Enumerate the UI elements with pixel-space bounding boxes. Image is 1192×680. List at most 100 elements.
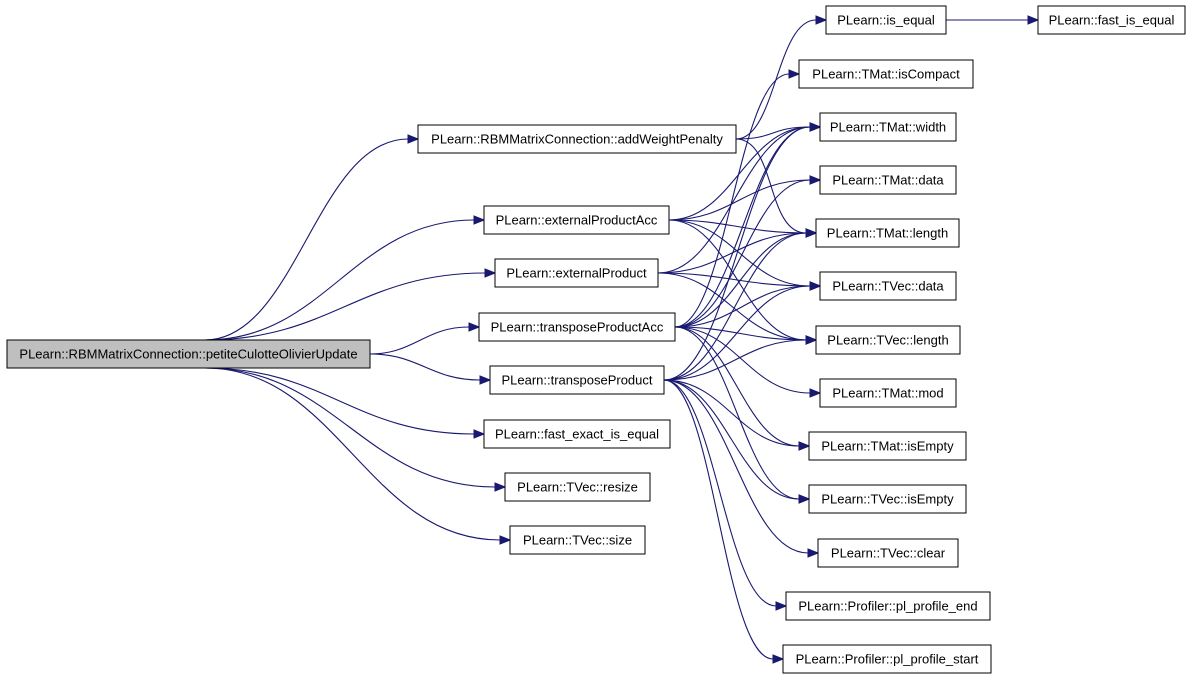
edge-line: [674, 73, 790, 328]
arrowhead: [772, 654, 785, 664]
edge-root-to-addWeightPenalty: [204, 134, 420, 341]
edge-transposeProduct-to-tvec_data: [663, 281, 822, 381]
edge-root-to-tvec_resize: [204, 367, 507, 492]
edge-line: [663, 232, 807, 381]
edge-line: [663, 379, 777, 607]
node-box: [494, 258, 659, 288]
node-box: [782, 644, 992, 674]
node-pl_profile_start[interactable]: PLearn::Profiler::pl_profile_start: [782, 644, 992, 674]
edge-line: [657, 272, 811, 287]
arrowhead: [809, 175, 822, 185]
node-box: [819, 378, 957, 408]
node-transposeProductAcc[interactable]: PLearn::transposeProductAcc: [478, 312, 676, 342]
node-box: [6, 339, 371, 369]
node-pl_profile_end[interactable]: PLearn::Profiler::pl_profile_end: [785, 591, 991, 621]
node-transposeProduct[interactable]: PLearn::transposeProduct: [489, 365, 665, 395]
edge-transposeProduct-to-tvec_isEmpty: [663, 379, 811, 504]
edge-line: [657, 126, 811, 274]
node-label: PLearn::transposeProduct: [501, 373, 652, 388]
node-label: PLearn::transposeProductAcc: [491, 320, 664, 335]
node-root[interactable]: PLearn::RBMMatrixConnection::petiteCulot…: [6, 339, 371, 369]
node-label: PLearn::TVec::isEmpty: [821, 492, 954, 507]
edge-line: [663, 339, 807, 381]
arrowhead: [807, 548, 820, 558]
node-fast_is_equal[interactable]: PLearn::fast_is_equal: [1037, 5, 1186, 35]
edge-line: [668, 219, 807, 234]
node-fast_exact_is_equal[interactable]: PLearn::fast_exact_is_equal: [483, 419, 671, 449]
edge-line: [663, 285, 811, 381]
node-addWeightPenalty[interactable]: PLearn::RBMMatrixConnection::addWeightPe…: [417, 124, 737, 154]
arrowhead: [788, 69, 801, 79]
arrowhead: [468, 322, 481, 332]
edge-root-to-transposeProduct: [369, 353, 492, 385]
edge-line: [663, 379, 774, 660]
node-box: [808, 431, 967, 461]
node-box: [1037, 5, 1186, 35]
node-box: [798, 59, 974, 89]
edge-transposeProduct-to-tvec_clear: [663, 379, 820, 558]
node-tmat_width[interactable]: PLearn::TMat::width: [819, 112, 957, 142]
node-tmat_data[interactable]: PLearn::TMat::data: [819, 165, 957, 195]
node-box: [483, 205, 670, 235]
node-box: [417, 124, 737, 154]
node-box: [817, 538, 959, 568]
node-box: [819, 165, 957, 195]
edge-transposeProductAcc-to-tmat_isCompact: [674, 69, 801, 328]
node-label: PLearn::TVec::size: [523, 533, 632, 548]
node-tmat_length[interactable]: PLearn::TMat::length: [815, 218, 960, 248]
node-box: [825, 5, 947, 35]
node-box: [785, 591, 991, 621]
edge-line: [663, 379, 809, 554]
edge-root-to-transposeProductAcc: [369, 322, 481, 355]
node-label: PLearn::RBMMatrixConnection::petiteCulot…: [19, 347, 357, 362]
arrowhead: [479, 375, 492, 385]
edge-line: [668, 179, 811, 221]
edge-line: [663, 126, 811, 381]
edge-line: [668, 219, 811, 287]
node-label: PLearn::TMat::isEmpty: [821, 439, 954, 454]
arrowhead: [798, 494, 811, 504]
node-externalProduct[interactable]: PLearn::externalProduct: [494, 258, 659, 288]
edge-line: [369, 353, 481, 381]
edge-line: [663, 379, 800, 447]
node-label: PLearn::fast_is_equal: [1049, 13, 1175, 28]
edge-root-to-externalProduct: [204, 268, 497, 341]
node-box: [819, 112, 957, 142]
node-label: PLearn::TVec::length: [827, 333, 948, 348]
node-tvec_data[interactable]: PLearn::TVec::data: [819, 271, 957, 301]
arrowhead: [407, 134, 420, 144]
edge-line: [674, 326, 807, 341]
node-tvec_size[interactable]: PLearn::TVec::size: [509, 525, 646, 555]
arrowhead: [1027, 15, 1040, 25]
node-label: PLearn::Profiler::pl_profile_end: [798, 599, 977, 614]
edge-line: [674, 179, 811, 328]
node-box: [509, 525, 646, 555]
edge-transposeProductAcc-to-tmat_isEmpty: [674, 326, 811, 451]
node-tvec_isEmpty[interactable]: PLearn::TVec::isEmpty: [808, 484, 967, 514]
node-tvec_resize[interactable]: PLearn::TVec::resize: [504, 472, 651, 502]
arrowhead: [805, 228, 818, 238]
node-label: PLearn::externalProductAcc: [496, 213, 658, 228]
edge-line: [657, 272, 807, 341]
node-tvec_clear[interactable]: PLearn::TVec::clear: [817, 538, 959, 568]
node-is_equal[interactable]: PLearn::is_equal: [825, 5, 947, 35]
node-tmat_mod[interactable]: PLearn::TMat::mod: [819, 378, 957, 408]
node-label: PLearn::TMat::mod: [832, 386, 943, 401]
edge-transposeProductAcc-to-tmat_mod: [674, 326, 822, 398]
node-label: PLearn::externalProduct: [506, 266, 647, 281]
node-externalProductAcc[interactable]: PLearn::externalProductAcc: [483, 205, 670, 235]
arrowhead: [809, 281, 822, 291]
edge-transposeProductAcc-to-tmat_length: [674, 228, 818, 328]
node-tmat_isCompact[interactable]: PLearn::TMat::isCompact: [798, 59, 974, 89]
arrowhead: [484, 268, 497, 278]
arrowhead: [494, 482, 507, 492]
edge-transposeProduct-to-tvec_length: [663, 335, 818, 381]
node-tmat_isEmpty[interactable]: PLearn::TMat::isEmpty: [808, 431, 967, 461]
edge-transposeProductAcc-to-tmat_data: [674, 175, 822, 328]
edge-line: [674, 232, 807, 328]
edge-line: [735, 126, 811, 140]
node-box: [819, 271, 957, 301]
edge-transposeProduct-to-pl_profile_start: [663, 379, 785, 664]
edge-line: [663, 379, 800, 500]
node-tvec_length[interactable]: PLearn::TVec::length: [815, 325, 961, 355]
